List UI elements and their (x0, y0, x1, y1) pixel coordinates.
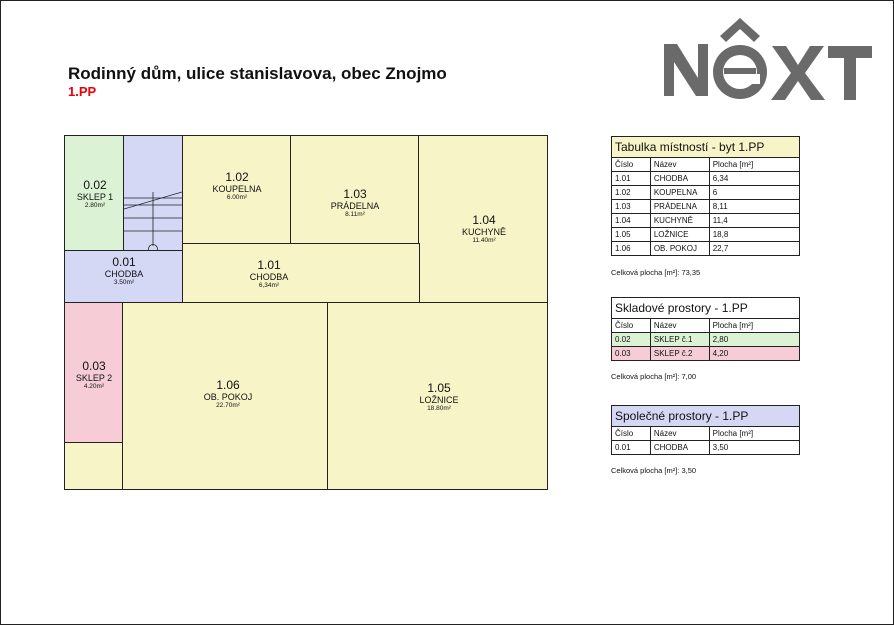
room-1-06: 1.06 OB. POKOJ 22.70m² (122, 302, 329, 490)
col-header: Název (649, 426, 710, 441)
cell: CHODBA (649, 440, 710, 455)
total-area: Celková plocha [m²]: 3,50 (611, 466, 697, 475)
room-0-01: 0.01 CHODBA 3.50m² (64, 250, 184, 304)
room-number: 1.05 (427, 381, 451, 395)
room-number: 1.03 (343, 187, 367, 201)
room-area: 6,34m² (258, 282, 280, 289)
cell: 1.05 (611, 227, 651, 242)
room-0-03: 0.03 SKLEP 2 4.20m² (64, 302, 124, 443)
room-area: 3.50m² (113, 279, 135, 286)
total-area: Celková plocha [m²]: 7,00 (611, 372, 697, 381)
cell: 1.04 (611, 213, 651, 228)
cell: 4,20 (708, 346, 801, 361)
cell: 22,7 (708, 241, 801, 256)
room-number: 0.02 (83, 178, 107, 192)
cell: 1.01 (611, 171, 651, 186)
room-name: OB. POKOJ (203, 392, 253, 402)
room-name: CHODBA (104, 269, 144, 279)
table-title: Společné prostory - 1.PP (611, 405, 800, 427)
room-area: 6.00m² (226, 194, 248, 201)
room-number: 1.02 (225, 170, 249, 184)
room-area: 11.40m² (472, 237, 496, 244)
room-number: 0.01 (112, 255, 136, 269)
room-area: 8.11m² (345, 211, 365, 218)
cell: 1.02 (611, 185, 651, 200)
room-number: 1.06 (216, 378, 240, 392)
floor-label: 1.PP (68, 84, 97, 99)
room-name: PRÁDELNA (330, 201, 380, 211)
page-title: Rodinný dům, ulice stanislavova, obec Zn… (68, 64, 447, 83)
room-name: KUCHYNĚ (461, 227, 506, 237)
cell: 6 (708, 185, 801, 200)
cell: KOUPELNA (649, 185, 710, 200)
common-table: Společné prostory - 1.PP Číslo Název Plo… (611, 405, 801, 455)
storage-table: Skladové prostory - 1.PP Číslo Název Plo… (611, 297, 801, 361)
staircase (123, 135, 183, 252)
room-0-02: 0.02 SKLEP 1 2.80m² (64, 135, 124, 252)
cell: 2,80 (708, 332, 801, 347)
col-header: Číslo (611, 318, 651, 333)
room-number: 1.01 (257, 258, 281, 272)
room-name: SKLEP 1 (76, 192, 114, 202)
room-1-01: 1.01 CHODBA 6,34m² (182, 243, 420, 304)
room-1-05: 1.05 LOŽNICE 18.80m² (327, 302, 548, 490)
cell: CHODBA (649, 171, 710, 186)
table-header-row: Číslo Název Plocha [m²] (611, 426, 801, 441)
cell: 6,34 (708, 171, 801, 186)
room-1-03: 1.03 PRÁDELNA 8.11m² (290, 135, 420, 260)
table-header-row: Číslo Název Plocha [m²] (611, 157, 801, 172)
cell: 18,8 (708, 227, 801, 242)
room-1-04: 1.04 KUCHYNĚ 11.40m² (418, 135, 548, 304)
cell: 8,11 (708, 199, 801, 214)
col-header: Číslo (611, 157, 651, 172)
col-header: Název (649, 157, 710, 172)
cell: SKLEP č.1 (649, 332, 710, 347)
cell: 0.01 (611, 440, 651, 455)
table-title: Skladové prostory - 1.PP (611, 297, 800, 319)
cell: 0.03 (611, 346, 651, 361)
total-area: Celková plocha [m²]: 73,35 (611, 268, 701, 277)
cell: 3,50 (708, 440, 801, 455)
table-title: Tabulka místností - byt 1.PP (611, 136, 800, 158)
col-header: Číslo (611, 426, 651, 441)
room-area: 18.80m² (427, 405, 451, 412)
cell: SKLEP č.2 (649, 346, 710, 361)
cell: LOŽNICE (649, 227, 710, 242)
cell: 1.03 (611, 199, 651, 214)
room-area: 2.80m² (84, 202, 106, 209)
room-name: KOUPELNA (212, 184, 262, 194)
cell: 1.06 (611, 241, 651, 256)
cell: KUCHYNĚ (649, 213, 710, 228)
cell: PRÁDELNA (649, 199, 710, 214)
col-header: Název (649, 318, 710, 333)
room-area: 4.20m² (83, 383, 105, 390)
room-number: 0.03 (82, 359, 106, 373)
room-name: SKLEP 2 (75, 373, 113, 383)
cell: 0.02 (611, 332, 651, 347)
room-number: 1.04 (472, 213, 496, 227)
col-header: Plocha [m²] (708, 318, 801, 333)
next-logo (664, 18, 872, 100)
col-header: Plocha [m²] (708, 157, 801, 172)
room-name: CHODBA (249, 272, 289, 282)
col-header: Plocha [m²] (708, 426, 801, 441)
cell: OB. POKOJ (649, 241, 710, 256)
room-area: 22.70m² (216, 402, 240, 409)
stairs-icon (124, 191, 182, 251)
rooms-table: Tabulka místností - byt 1.PP Číslo Název… (611, 136, 801, 256)
cell: 11,4 (708, 213, 801, 228)
room-name: LOŽNICE (419, 395, 459, 405)
room-1-02: 1.02 KOUPELNA 6.00m² (182, 135, 292, 245)
table-header-row: Číslo Název Plocha [m²] (611, 318, 801, 333)
